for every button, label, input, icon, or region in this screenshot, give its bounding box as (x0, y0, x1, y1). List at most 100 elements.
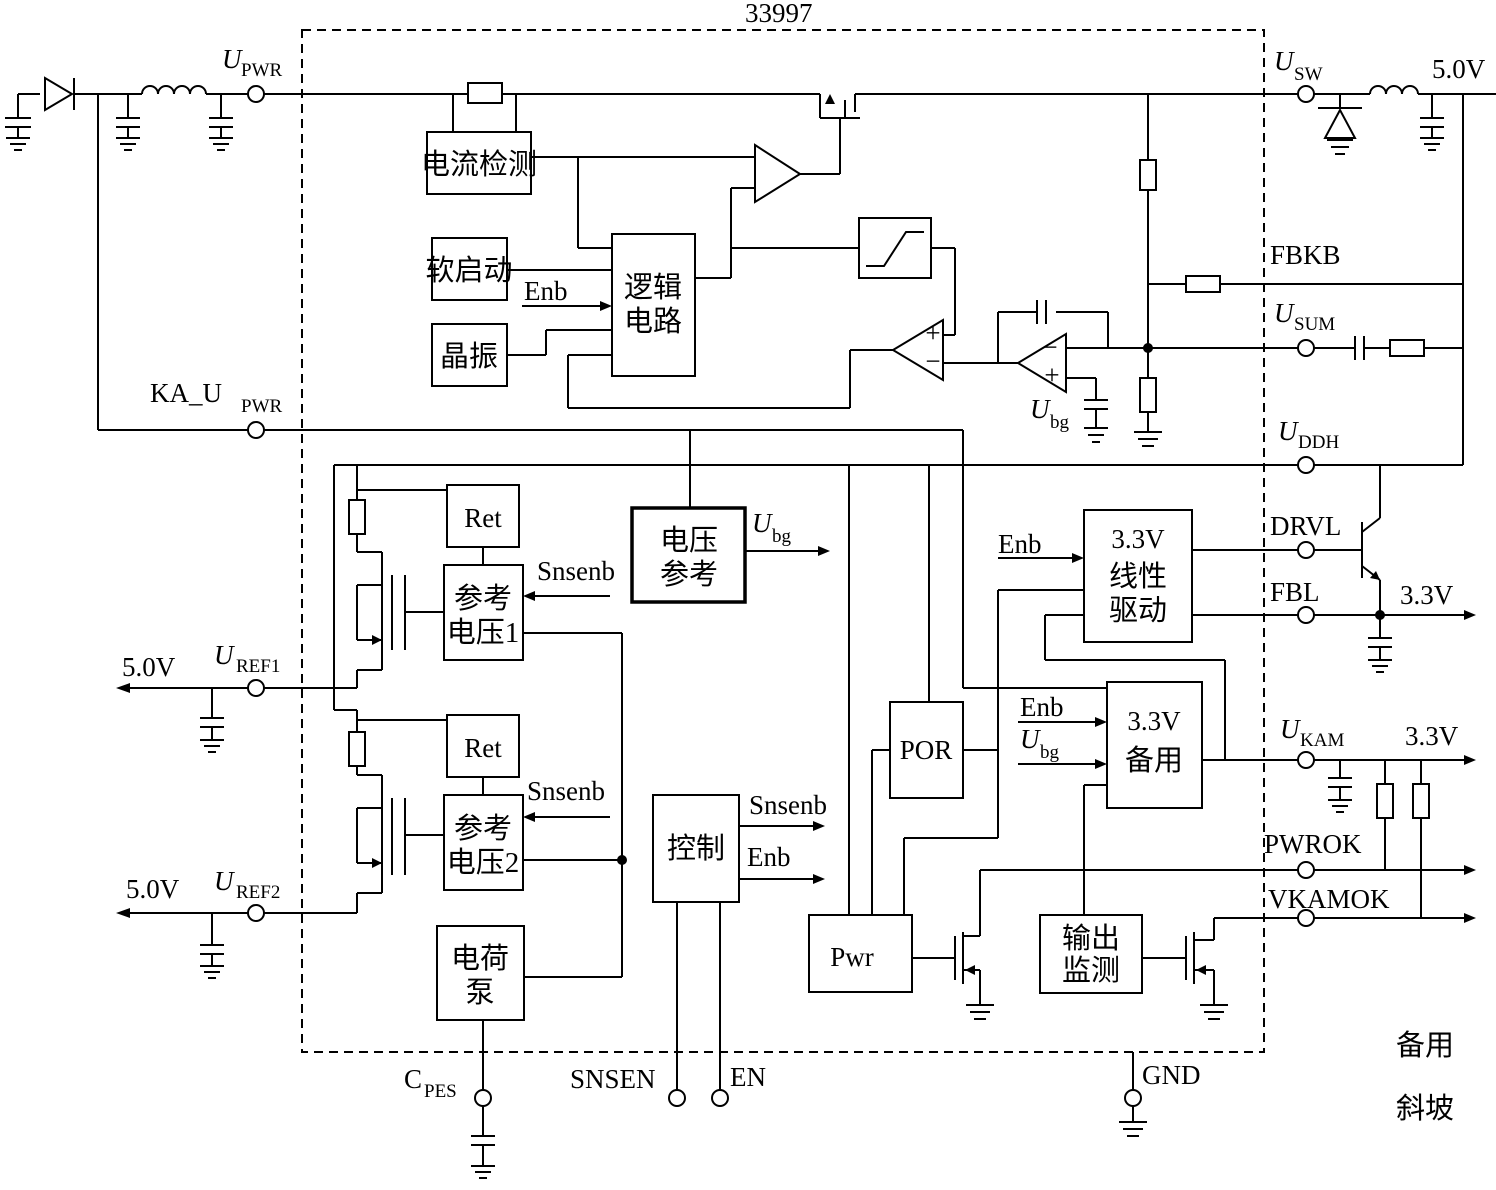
input-filter (5, 76, 248, 431)
freewheel-diode-icon (1318, 94, 1362, 155)
uref1-label-sub: REF1 (236, 656, 280, 677)
out-5v-ref1-label: 5.0V (122, 652, 176, 682)
oscillator-label: 晶振 (440, 340, 498, 373)
control-block (652, 794, 740, 903)
ref2-mosfet-icon (356, 798, 444, 875)
uref2-label-sub: REF2 (236, 882, 280, 903)
output-inductor-icon (1369, 85, 1419, 95)
upwr-pin (247, 85, 265, 103)
ref2-label-1: 参考 (454, 812, 512, 845)
ret1-label: Ret (464, 503, 502, 533)
uref1-pin (247, 679, 265, 697)
logic-circuit-block (611, 233, 696, 377)
ukam-label-sub: KAM (1300, 730, 1344, 751)
pwm-comparator (891, 318, 944, 382)
ref2-resistor (348, 731, 366, 767)
linear-drive-block (1083, 509, 1193, 643)
ubg-opamp-label-sub: bg (1050, 412, 1070, 433)
pwr-block (808, 914, 913, 993)
enb-standby-label: Enb (1020, 692, 1064, 722)
fbl-pin (1297, 606, 1315, 624)
ubg-standby-label-sub: bg (1040, 742, 1060, 763)
input-inductor-icon (141, 85, 207, 95)
out-3v3-linear-label: 3.3V (1400, 580, 1454, 610)
note-line-1: 备用 (1396, 1029, 1454, 1062)
usw-label: U (1274, 46, 1295, 76)
por-block (889, 701, 964, 799)
pwrok-pin (1297, 861, 1315, 879)
vkamok-label: VKAMOK (1268, 884, 1390, 914)
standby-label-1: 3.3V (1127, 706, 1181, 736)
drvl-label: DRVL (1270, 511, 1341, 541)
pwm-comp-plus: + (925, 318, 940, 348)
divider-resistor-top (1139, 159, 1157, 191)
charge-pump-block (436, 925, 525, 1021)
cpes-label-sub: PES (424, 1081, 457, 1102)
drvl-pin (1297, 541, 1315, 559)
soft-start-label: 软启动 (425, 254, 512, 287)
ref1-resistor (348, 499, 366, 535)
upwr-label: U (222, 44, 243, 74)
error-amp-plus: + (1044, 360, 1059, 390)
oscillator-block (431, 323, 508, 387)
ref1-label-1: 参考 (454, 582, 512, 615)
ref2-label-2: 电压2 (447, 846, 520, 879)
logic-label-1: 逻辑 (624, 271, 682, 304)
ubg-out-label-sub: bg (772, 526, 792, 547)
linear-label-1: 3.3V (1111, 524, 1165, 554)
charge-pump-label-1: 电荷 (451, 942, 509, 975)
uddh-label: U (1278, 416, 1299, 446)
ret1-block (446, 484, 520, 548)
usw-pin (1297, 85, 1315, 103)
out-mon-label-1: 输出 (1062, 922, 1120, 955)
fbkb-label: FBKB (1270, 240, 1341, 270)
pwm-comp-minus: − (925, 346, 940, 376)
usum-label-sub: SUM (1294, 314, 1335, 335)
pwr-label: Pwr (830, 942, 874, 972)
ukam-pin (1297, 751, 1315, 769)
divider-resistor-bottom (1139, 377, 1157, 413)
error-amplifier (1016, 332, 1067, 394)
snsenb-ref1-label: Snsenb (537, 556, 615, 586)
enb-control-label: Enb (747, 842, 791, 872)
ubg-standby-label: U (1020, 724, 1041, 754)
error-amp-minus: − (1042, 332, 1057, 362)
ubg-opamp-label: U (1030, 394, 1051, 424)
driver-amplifier (754, 143, 802, 204)
out-5v-top-label: 5.0V (1432, 54, 1486, 84)
chip-part-number: 33997 (745, 0, 813, 28)
gnd-pin (1124, 1089, 1142, 1107)
enb-linear-label: Enb (998, 529, 1042, 559)
vref-label-1: 电压 (660, 524, 718, 557)
note-line-2: 斜坡 (1396, 1092, 1454, 1125)
charge-pump-label-2: 泵 (465, 977, 494, 1009)
uref2-label: U (214, 866, 235, 896)
voltage-reference-block (630, 506, 747, 604)
reference-voltage-2-block (443, 794, 524, 891)
fbkb-resistor (1185, 275, 1221, 293)
ref1-mosfet-icon (356, 575, 444, 650)
enb-logic-label: Enb (524, 276, 568, 306)
upwr-label-sub: PWR (241, 60, 283, 81)
standby-block (1106, 681, 1203, 809)
uref2-pin (247, 904, 265, 922)
ukam-label: U (1280, 714, 1301, 744)
ret2-label: Ret (464, 733, 502, 763)
en-pin (711, 1089, 729, 1107)
vkamok-mosfet-icon (1185, 917, 1298, 1020)
out-mon-label-2: 监测 (1062, 954, 1120, 987)
snsen-label: SNSEN (570, 1064, 656, 1094)
fbl-label: FBL (1270, 577, 1320, 607)
ka-upwr-label: KA_U (150, 378, 222, 408)
chip-boundary (301, 29, 1265, 1053)
out-3v3-kam-label: 3.3V (1405, 721, 1459, 751)
ret2-block (446, 714, 520, 778)
external-npn-transistor-icon (1314, 465, 1381, 615)
ramp-icon (866, 231, 924, 267)
uref1-label: U (214, 640, 235, 670)
standby-label-2: 备用 (1125, 744, 1183, 777)
output-monitor-block (1039, 914, 1143, 994)
control-label: 控制 (667, 832, 725, 865)
uddh-label-sub: DDH (1298, 432, 1339, 453)
